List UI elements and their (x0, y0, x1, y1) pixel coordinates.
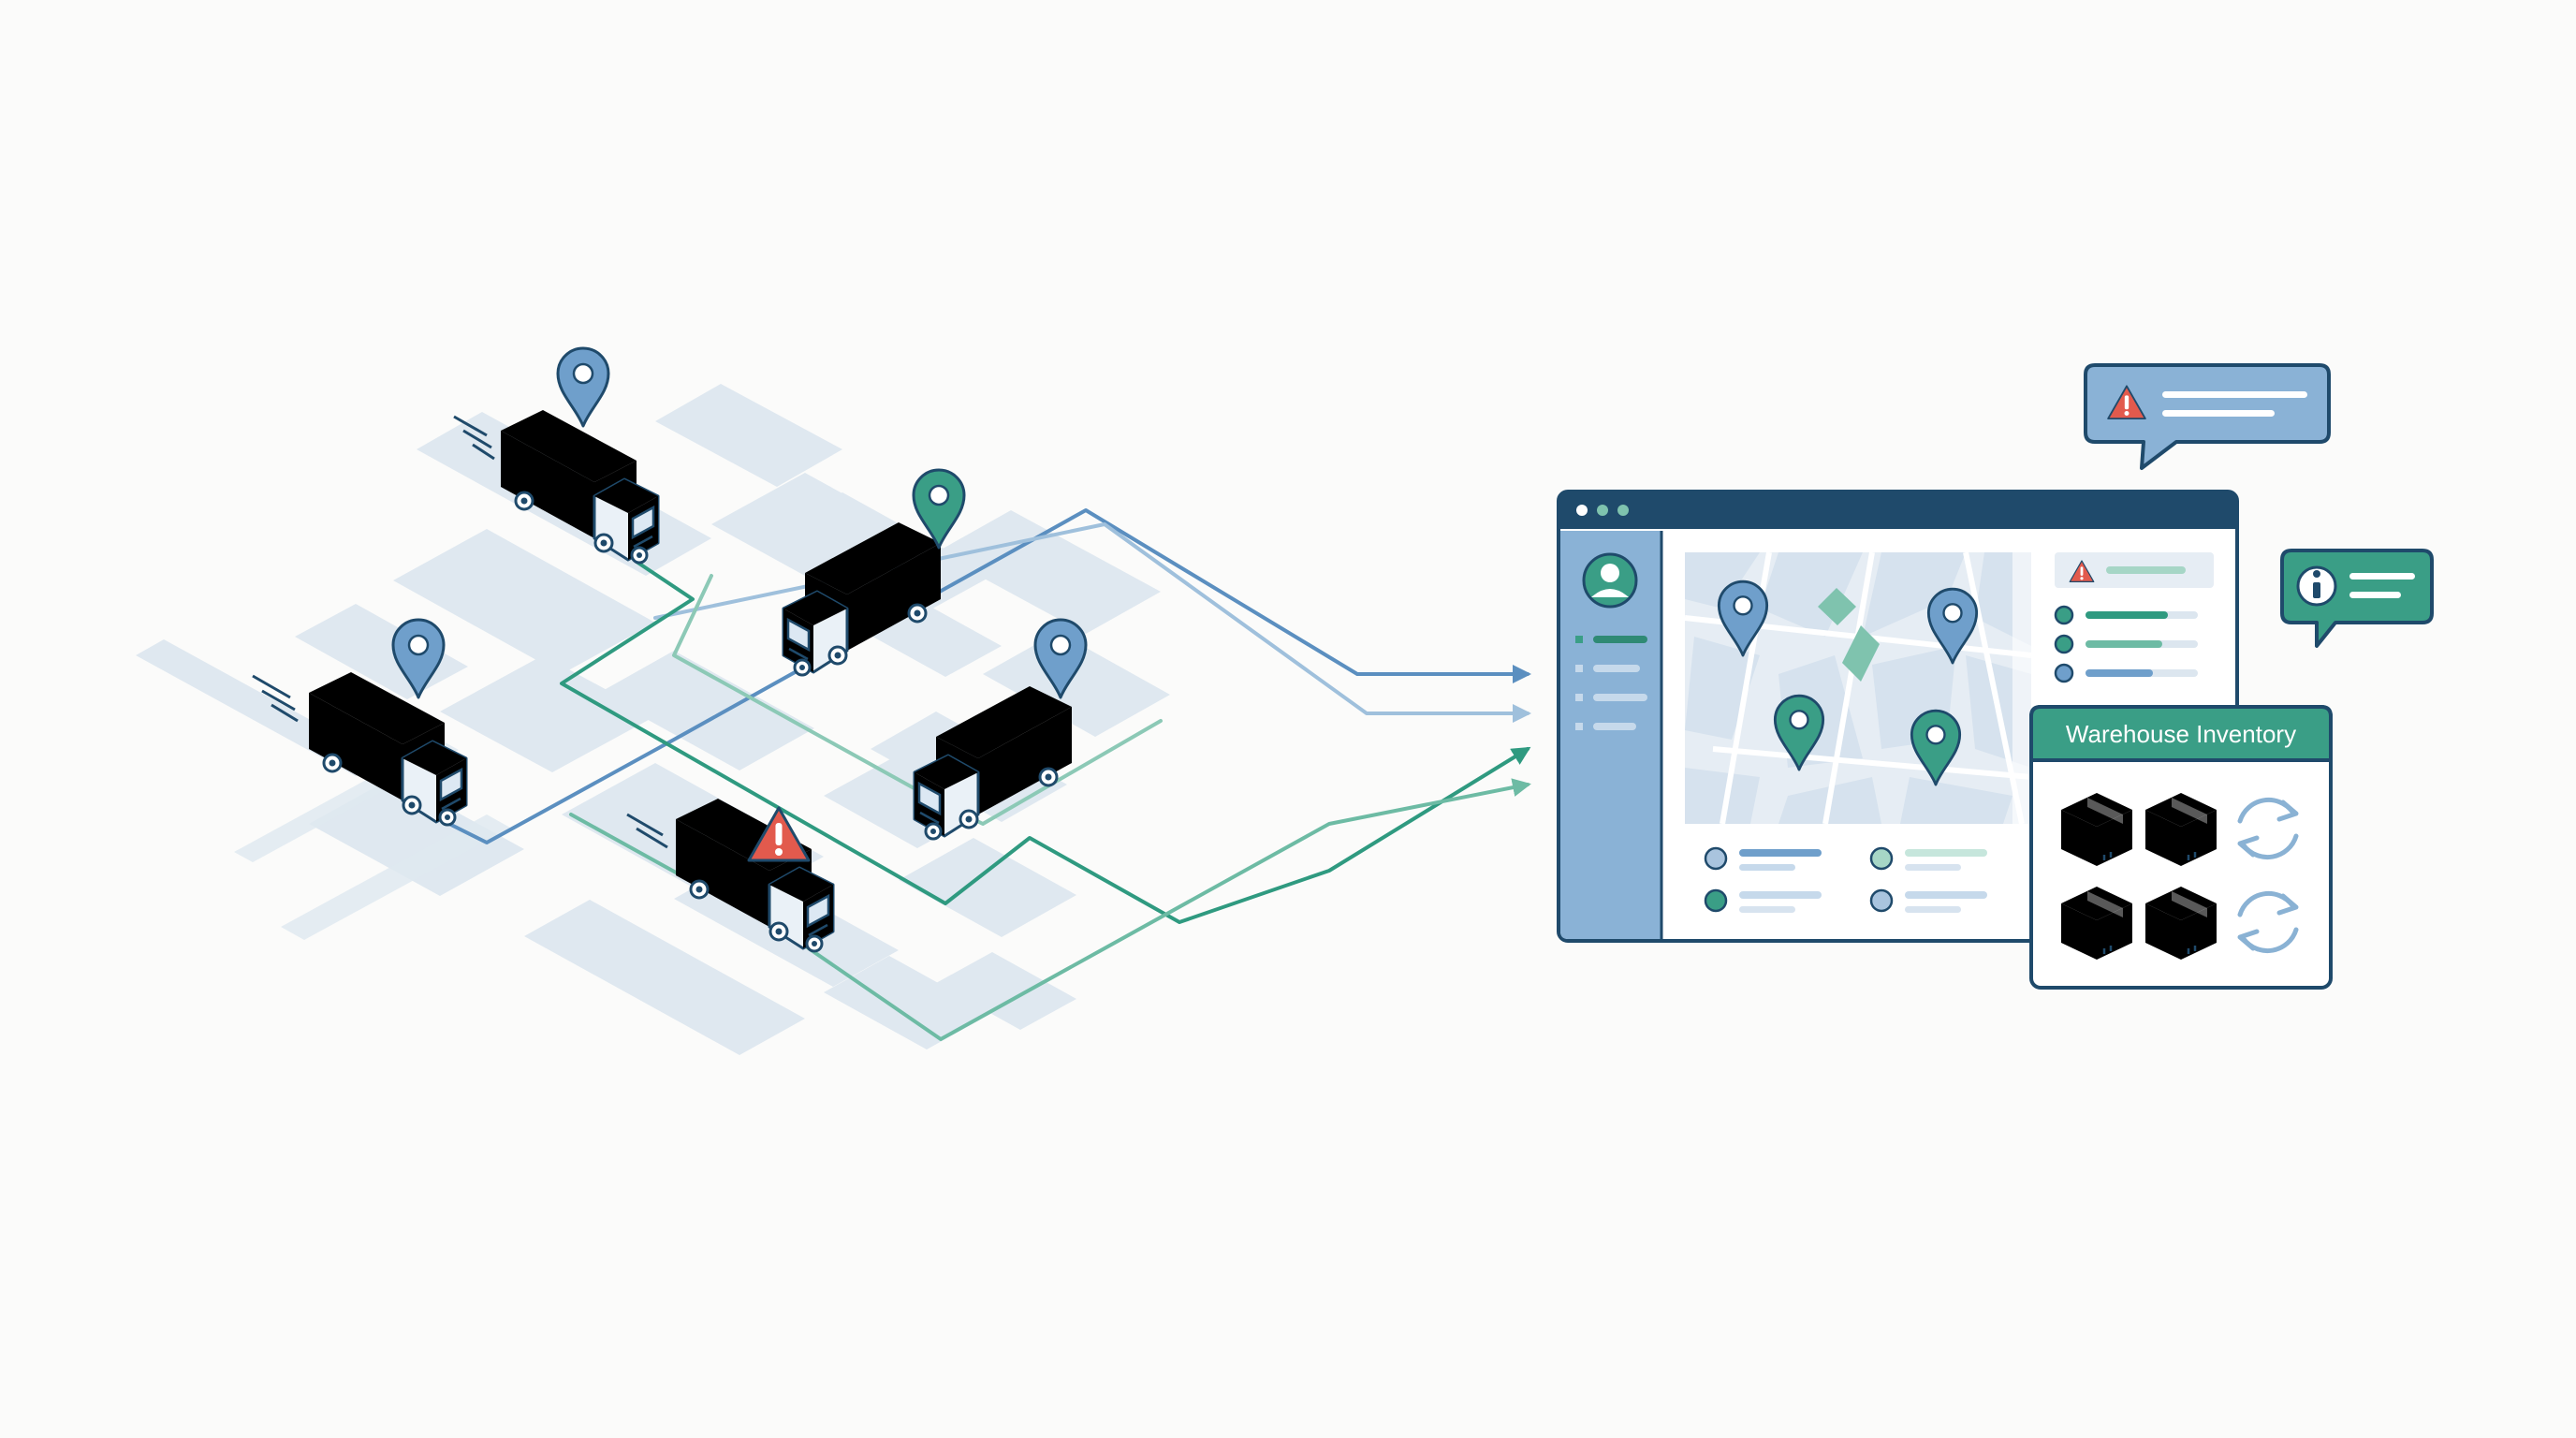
warehouse-inventory-panel[interactable]: Warehouse Inventory (2029, 705, 2333, 990)
warehouse-panel-title: Warehouse Inventory (2066, 720, 2296, 748)
window-dot[interactable] (1576, 505, 1588, 516)
window-dot[interactable] (1617, 505, 1629, 516)
progress-bar (2086, 669, 2153, 677)
sidebar-item[interactable] (1593, 723, 1636, 730)
progress-bar (2086, 640, 2162, 648)
window-dot[interactable] (1597, 505, 1608, 516)
status-list (2054, 552, 2214, 683)
info-notification[interactable] (2280, 549, 2434, 648)
truck-3 (252, 618, 468, 827)
truck-5 (626, 797, 835, 953)
alert-notification[interactable] (2084, 363, 2331, 470)
truck-1 (453, 346, 660, 565)
sidebar-items[interactable] (1575, 636, 1647, 730)
window-titlebar (1559, 492, 2237, 529)
route-green (560, 560, 1531, 924)
sidebar (1560, 531, 1661, 939)
sidebar-item[interactable] (1593, 665, 1640, 672)
delivery-truck-icon (499, 408, 660, 565)
progress-bar (2086, 611, 2168, 619)
location-pin-icon (556, 346, 610, 428)
legend (1704, 846, 1987, 913)
dashboard-map[interactable] (1684, 551, 2032, 825)
sidebar-item[interactable] (1593, 694, 1647, 701)
sidebar-item[interactable] (1593, 636, 1647, 643)
